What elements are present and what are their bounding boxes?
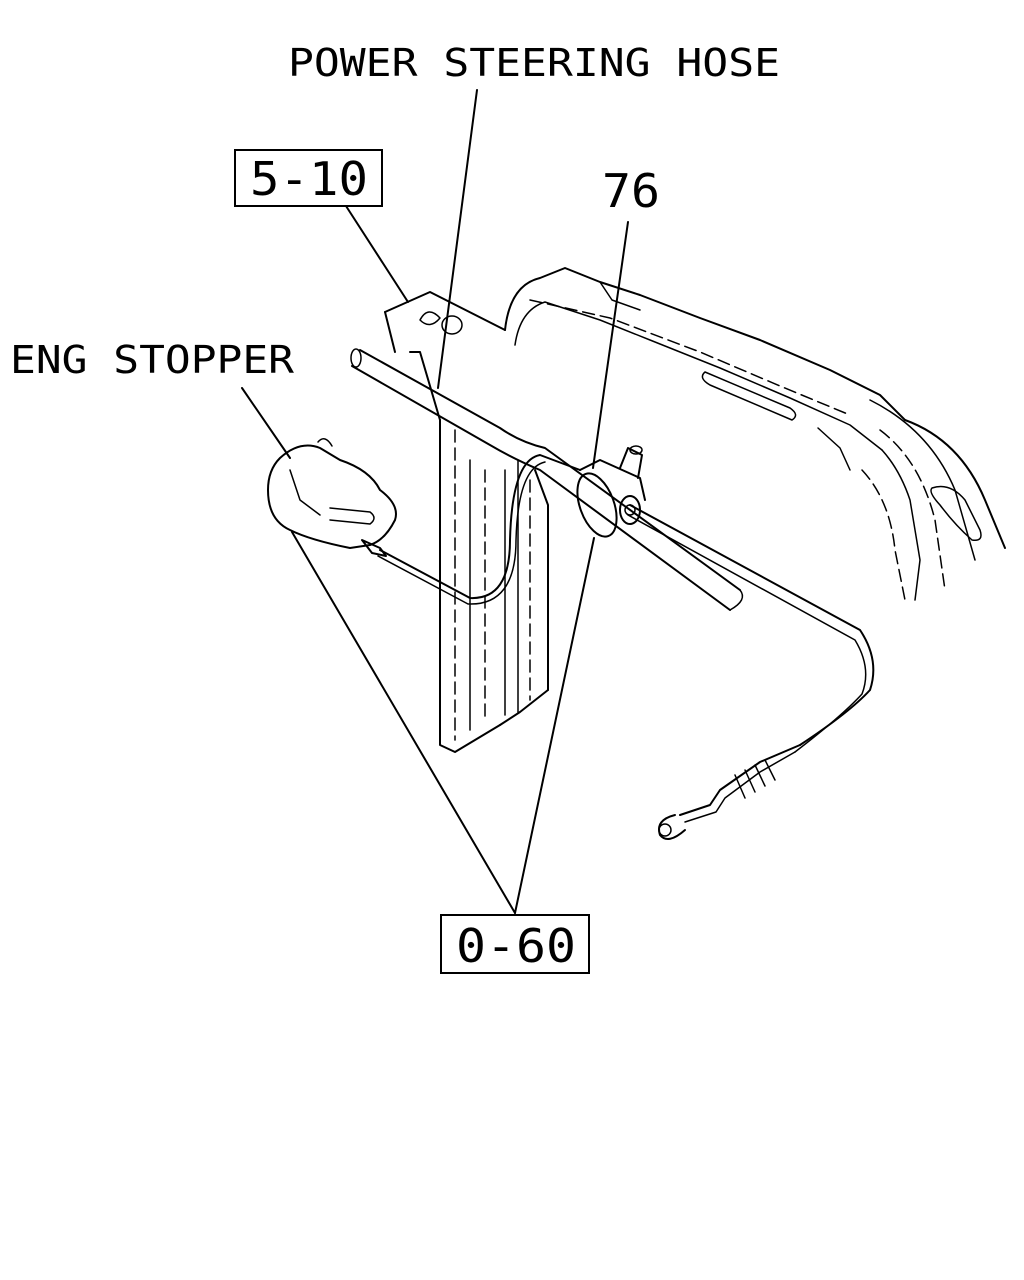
leader-eng-stopper [241,387,291,459]
label-power-steering-hose: POWER STEERING HOSE [288,41,780,85]
leader-lines [241,89,629,914]
reference-box-5-10[interactable]: 5-10 [234,149,383,207]
reference-box-0-60[interactable]: 0-60 [440,914,590,974]
reference-label-0-60: 0-60 [456,919,576,973]
power-steering-hose [350,348,744,611]
leader-5-10 [345,205,409,303]
throttle-cable [377,454,875,840]
label-eng-stopper: ENG STOPPER [10,338,294,382]
leader-0-60-right [514,537,595,914]
leader-76 [592,221,629,469]
engine-stopper[interactable] [267,438,397,557]
leader-0-60-left [291,531,516,914]
leader-power-steering-hose [437,89,478,389]
reference-label-5-10: 5-10 [250,152,368,206]
frame-bracket [384,291,549,753]
cable-clamp-76[interactable] [570,445,646,542]
cross-member [504,267,1006,601]
part-number-76[interactable]: 76 [602,164,660,218]
